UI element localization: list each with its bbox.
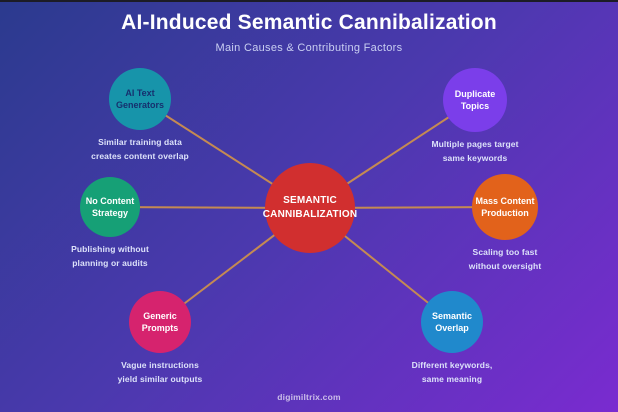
caption-mass-content-production: Scaling too fast without oversight: [468, 247, 542, 271]
node-circle-generic-prompts: Generic Prompts: [129, 291, 191, 353]
watermark-site-name: digimiltrix.com: [277, 392, 341, 402]
node-circle-no-content-strategy: No Content Strategy: [80, 177, 140, 237]
node-circle-mass-content-production: Mass Content Production: [472, 174, 538, 240]
center-node-semantic-cannibalization: SEMANTIC CANNIBALIZATION: [245, 163, 375, 253]
caption-generic-prompts: Vague instructions yield similar outputs: [117, 360, 203, 384]
node-no-content-strategy: No Content Strategy Publishing without p…: [45, 177, 175, 270]
node-generic-prompts: Generic Prompts Vague instructions yield…: [95, 291, 225, 386]
page-title: AI-Induced Semantic Cannibalization: [121, 11, 497, 34]
caption-semantic-overlap: Different keywords, same meaning: [411, 360, 493, 384]
node-semantic-overlap: Semantic Overlap Different keywords, sam…: [387, 291, 517, 386]
node-circle-ai-text-generators: AI Text Generators: [109, 68, 171, 130]
page-subtitle: Main Causes & Contributing Factors: [215, 42, 403, 54]
caption-ai-text-generators: Similar training data creates content ov…: [91, 137, 189, 161]
node-circle-duplicate-topics: Duplicate Topics: [443, 68, 507, 132]
header: AI-Induced Semantic Cannibalization Main…: [0, 11, 618, 54]
top-edge-bar: [0, 0, 618, 2]
node-circle-semantic-overlap: Semantic Overlap: [421, 291, 483, 353]
caption-duplicate-topics: Multiple pages target same keywords: [431, 139, 519, 163]
caption-no-content-strategy: Publishing without planning or audits: [71, 244, 149, 268]
node-mass-content-production: Mass Content Production Scaling too fast…: [440, 174, 570, 273]
center-node-circle: SEMANTIC CANNIBALIZATION: [263, 163, 357, 253]
node-ai-text-generators: AI Text Generators Similar training data…: [75, 68, 205, 163]
node-duplicate-topics: Duplicate Topics Multiple pages target s…: [410, 68, 540, 165]
